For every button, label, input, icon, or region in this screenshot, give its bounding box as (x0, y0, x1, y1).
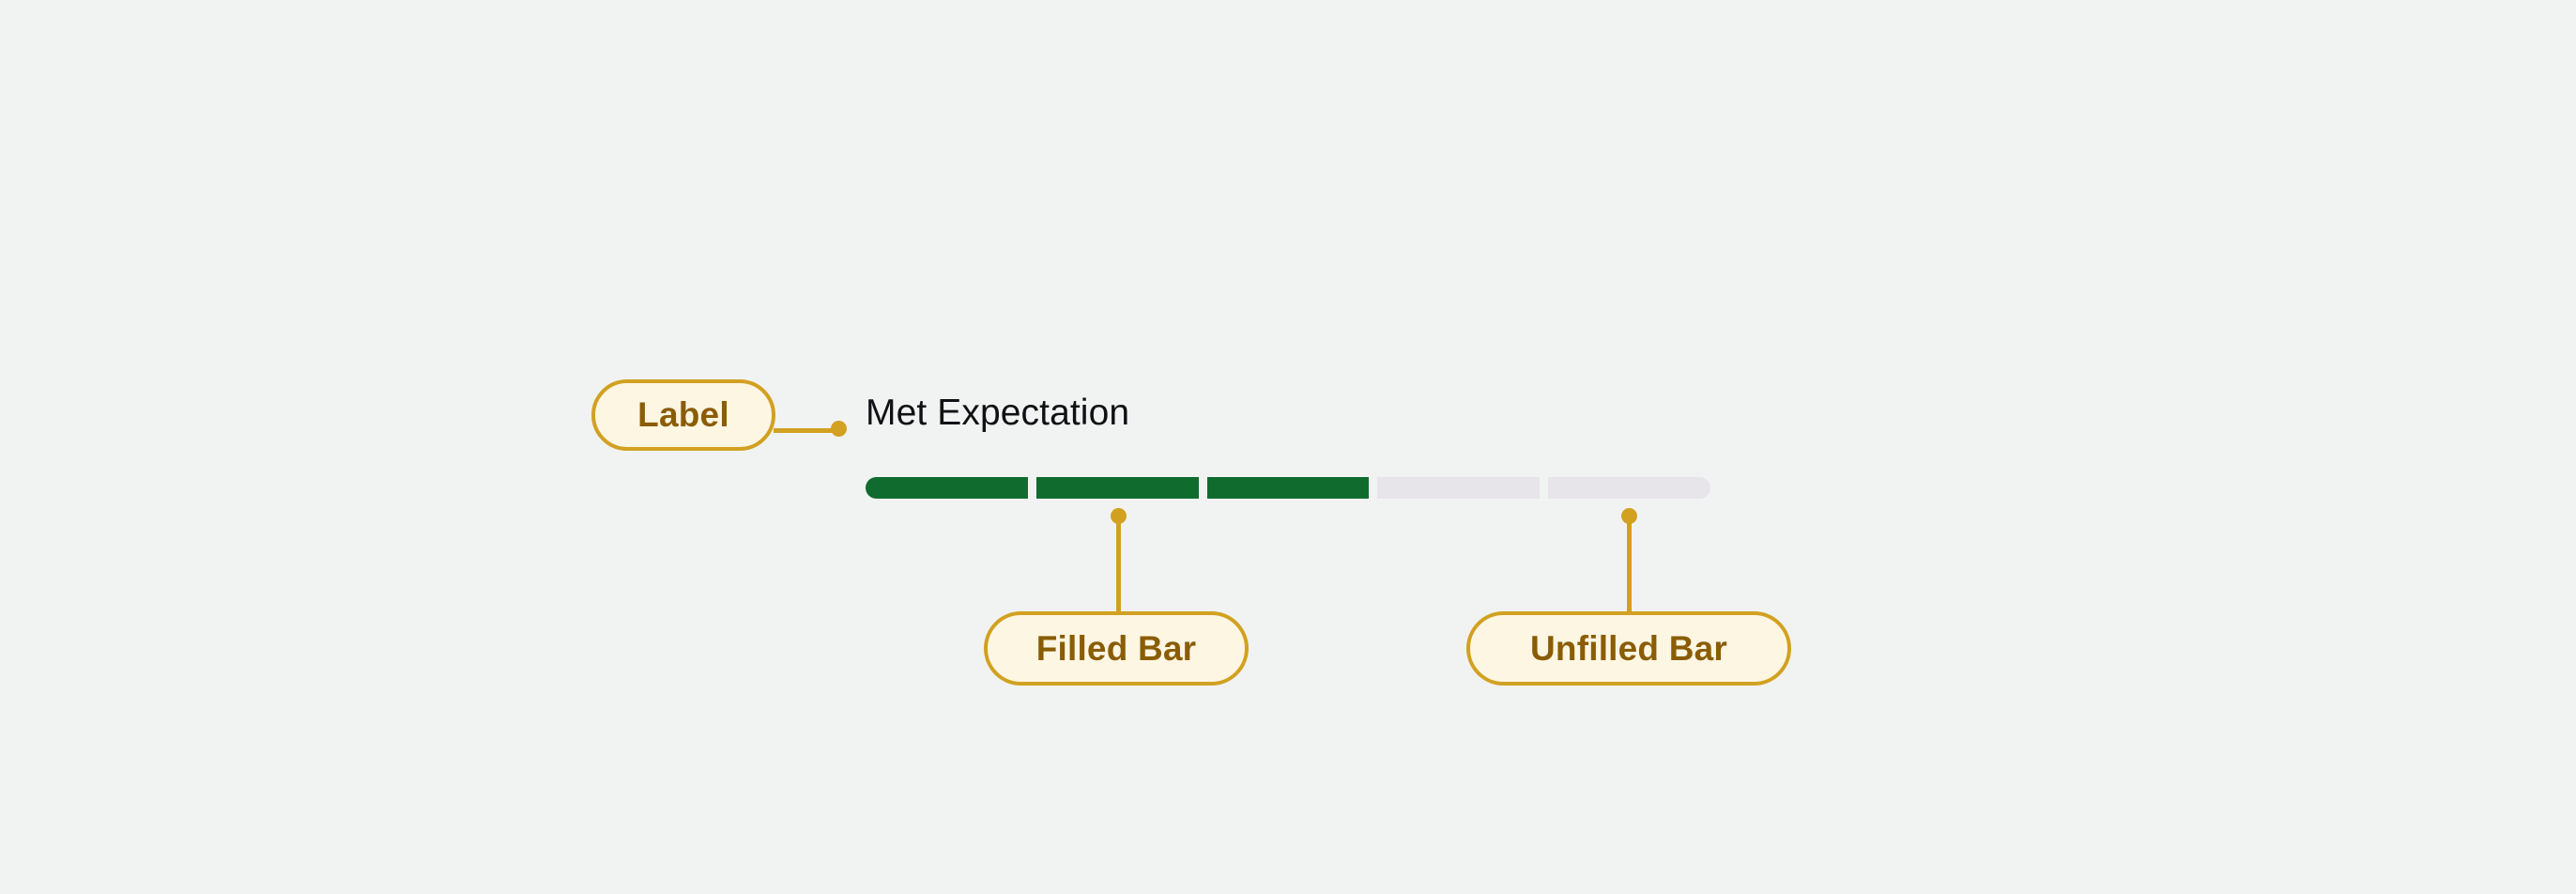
rating-label: Met Expectation (866, 393, 1130, 433)
callout-unfilled-bar-connector-dot (1621, 508, 1637, 524)
callout-label-connector-line (774, 428, 837, 433)
callout-filled-bar-connector-line (1116, 520, 1121, 614)
callout-unfilled-bar-connector-line (1627, 520, 1632, 614)
bar-segment-3-filled[interactable] (1206, 477, 1370, 499)
callout-label-connector-dot (831, 421, 847, 437)
callout-filled-bar-connector-dot (1111, 508, 1127, 524)
callout-unfilled-bar: Unfilled Bar (1466, 611, 1791, 686)
bar-segment-4-unfilled[interactable] (1377, 477, 1541, 499)
callout-label: Label (591, 379, 775, 451)
bar-segment-1-filled[interactable] (866, 477, 1028, 499)
rating-widget: Met Expectation (866, 390, 1710, 499)
bar-segment-5-unfilled[interactable] (1548, 477, 1710, 499)
bar-segment-2-filled[interactable] (1035, 477, 1199, 499)
callout-filled-bar: Filled Bar (984, 611, 1249, 686)
segmented-rating-bar[interactable] (866, 477, 1710, 499)
